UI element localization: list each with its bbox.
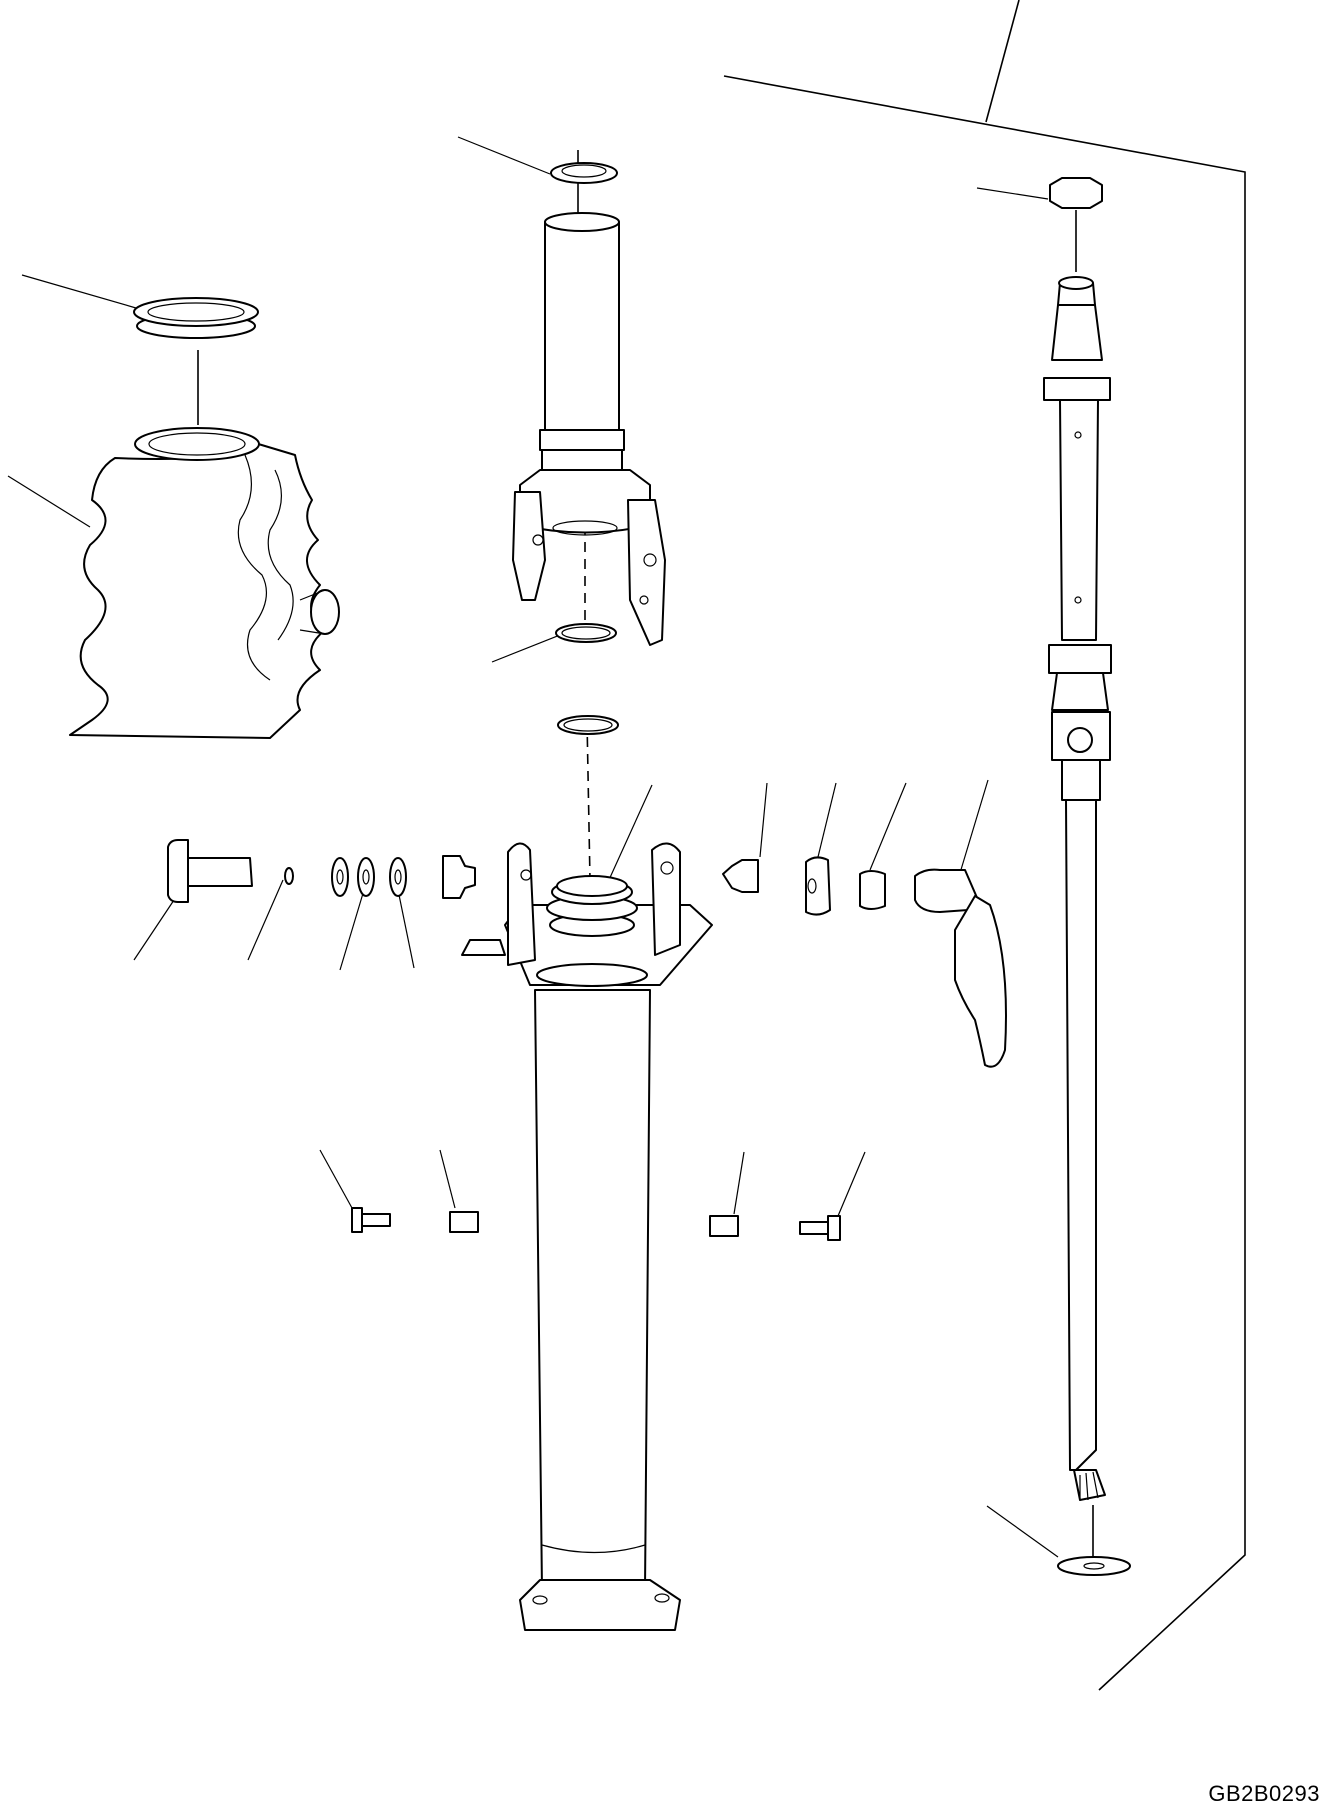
shaft-group-frame xyxy=(723,0,1246,1691)
left-fasteners xyxy=(167,839,476,903)
center-connectors xyxy=(197,150,1094,1560)
bellows-boot xyxy=(69,427,340,739)
drawing-code: GB2B0293 xyxy=(1208,1781,1320,1806)
seal-ring-top xyxy=(133,297,259,339)
upper-column xyxy=(512,162,666,646)
right-fasteners xyxy=(722,856,1007,1068)
lower-column xyxy=(461,842,713,1631)
snap-rings xyxy=(555,623,619,735)
leader-lines xyxy=(7,136,1059,1558)
steering-shaft xyxy=(1043,177,1131,1576)
small-bolts xyxy=(351,1207,841,1241)
